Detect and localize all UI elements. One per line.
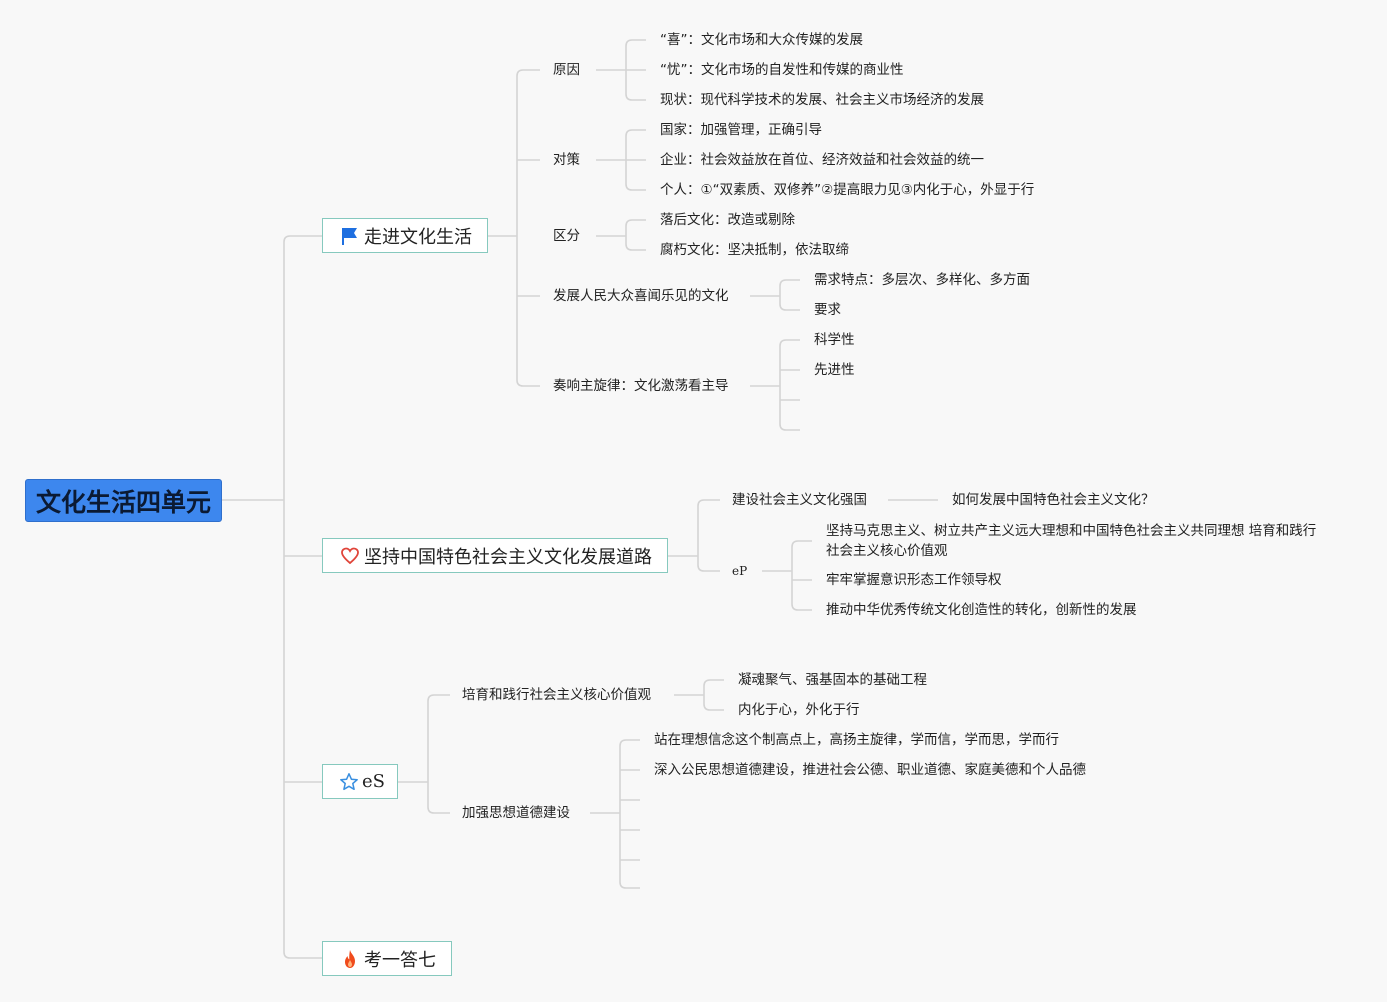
- topic-label: 坚持中国特色社会主义文化发展道路: [364, 546, 652, 568]
- leaf-civic-morality[interactable]: 深入公民思想道德建设，推进社会公德、职业道德、家庭美德和个人品德: [654, 762, 1086, 778]
- star-icon: [339, 771, 359, 793]
- subtopic-countermeasure[interactable]: 对策: [553, 152, 580, 168]
- leaf-you[interactable]: “忧”：文化市场的自发性和传媒的商业性: [660, 62, 904, 78]
- subtopic-main-melody[interactable]: 奏响主旋律：文化激荡看主导: [553, 378, 729, 394]
- topic-walk-into-culture[interactable]: 走进文化生活: [322, 218, 488, 253]
- leaf-enterprise[interactable]: 企业：社会效益放在首位、经济效益和社会效益的统一: [660, 152, 984, 168]
- subtopic-ep[interactable]: eP: [732, 564, 748, 578]
- leaf-foundation-project[interactable]: 凝魂聚气、强基固本的基础工程: [738, 672, 927, 688]
- leaf-how-develop[interactable]: 如何发展中国特色社会主义文化？: [952, 492, 1155, 508]
- topic-label: 走进文化生活: [364, 226, 472, 248]
- leaf-decadent-culture[interactable]: 腐朽文化：坚决抵制，依法取缔: [660, 242, 849, 258]
- leaf-advanced[interactable]: 先进性: [814, 362, 855, 378]
- topic-kao-yi-da-qi[interactable]: 考一答七: [322, 941, 452, 976]
- subtopic-core-values[interactable]: 培育和践行社会主义核心价值观: [462, 687, 651, 703]
- leaf-traditional-culture[interactable]: 推动中华优秀传统文化创造性的转化，创新性的发展: [826, 602, 1137, 618]
- leaf-state[interactable]: 国家：加强管理，正确引导: [660, 122, 822, 138]
- leaf-demand-features[interactable]: 需求特点：多层次、多样化、多方面: [814, 272, 1030, 288]
- subtopic-distinguish[interactable]: 区分: [553, 228, 580, 244]
- leaf-scientific[interactable]: 科学性: [814, 332, 855, 348]
- topic-label: eS: [362, 771, 385, 792]
- leaf-uphold-marxism[interactable]: 坚持马克思主义、树立共产主义远大理想和中国特色社会主义共同理想 培育和践行社会主…: [826, 523, 1317, 559]
- fire-icon: [339, 948, 361, 970]
- topic-label: 考一答七: [364, 949, 436, 971]
- leaf-status[interactable]: 现状：现代科学技术的发展、社会主义市场经济的发展: [660, 92, 984, 108]
- root-topic[interactable]: 文化生活四单元: [25, 479, 222, 522]
- topic-socialist-culture-road[interactable]: 坚持中国特色社会主义文化发展道路: [322, 538, 668, 573]
- leaf-internalize[interactable]: 内化于心，外化于行: [738, 702, 860, 718]
- subtopic-develop-popular-culture[interactable]: 发展人民大众喜闻乐见的文化: [553, 288, 729, 304]
- leaf-ideology-leadership[interactable]: 牢牢掌握意识形态工作领导权: [826, 572, 1002, 588]
- leaf-requirements[interactable]: 要求: [814, 302, 841, 318]
- subtopic-moral-construction[interactable]: 加强思想道德建设: [462, 805, 570, 821]
- leaf-backward-culture[interactable]: 落后文化：改造或剔除: [660, 212, 795, 228]
- leaf-xi[interactable]: “喜”：文化市场和大众传媒的发展: [660, 32, 863, 48]
- topic-es[interactable]: eS: [322, 764, 398, 799]
- leaf-ideals-faith[interactable]: 站在理想信念这个制高点上，高扬主旋律，学而信，学而思，学而行: [654, 732, 1059, 748]
- heart-icon: [339, 545, 361, 567]
- flag-icon: [339, 225, 361, 247]
- subtopic-build-cultural-power[interactable]: 建设社会主义文化强国: [732, 492, 867, 508]
- leaf-individual[interactable]: 个人：①“双素质、双修养”②提高眼力见③内化于心，外显于行: [660, 182, 1035, 198]
- subtopic-reason[interactable]: 原因: [553, 62, 580, 78]
